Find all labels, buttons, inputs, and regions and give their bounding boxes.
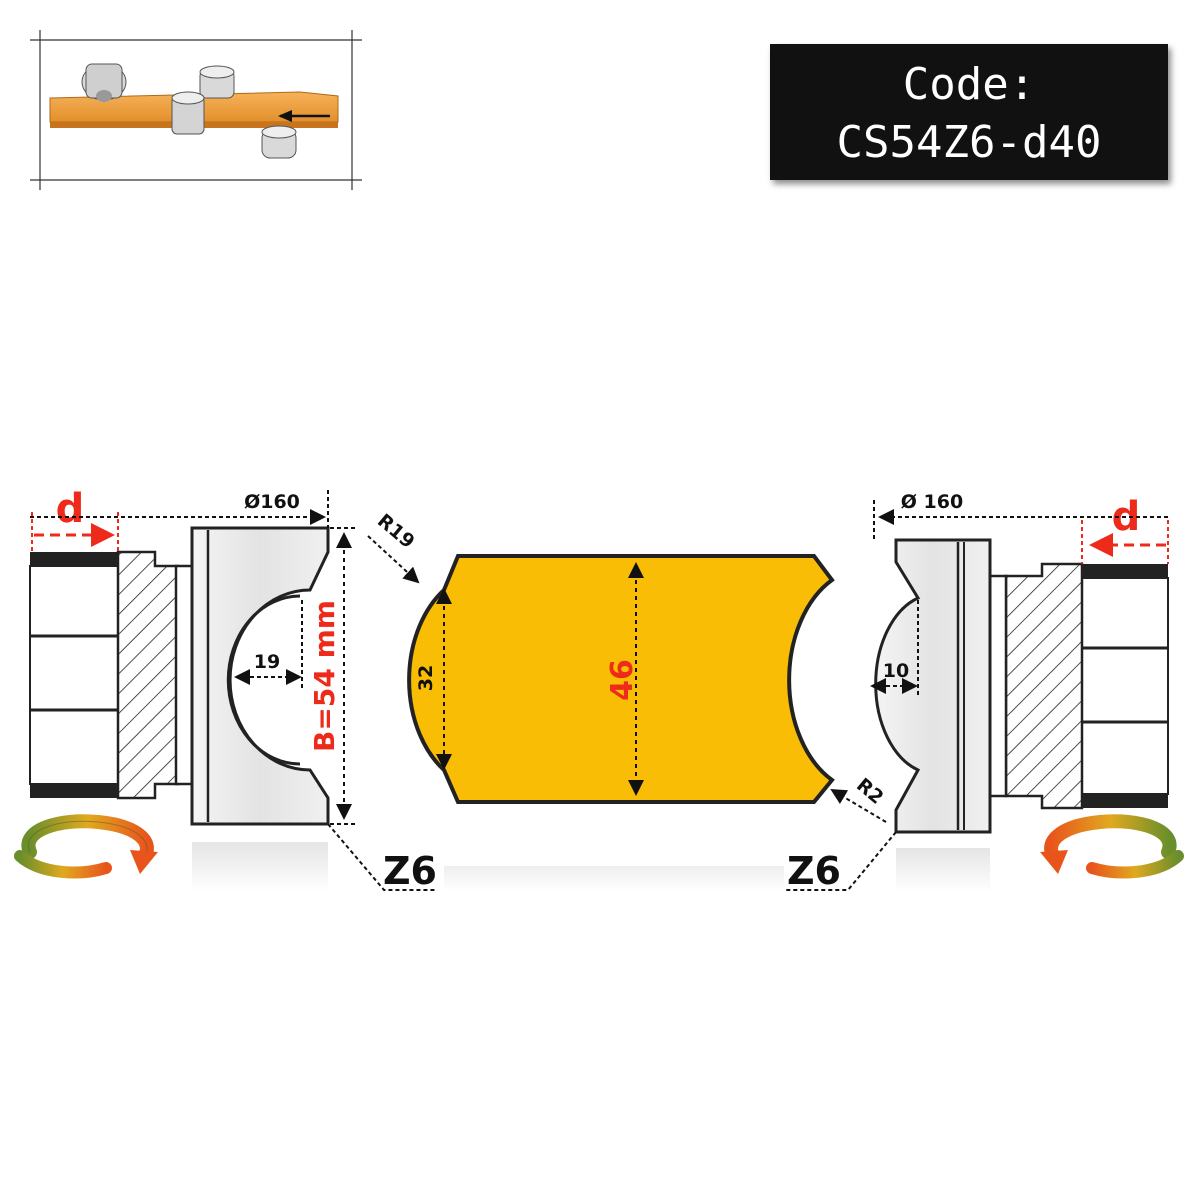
radius-large-dimension: R19 — [367, 510, 420, 584]
right-diameter-label: Ø 160 — [901, 491, 963, 513]
right-depth-label: 10 — [883, 660, 909, 682]
bead-height-dimension: 32 — [415, 588, 452, 770]
left-diameter-dimension: Ø160 — [30, 490, 329, 528]
total-height-dimension: 46 — [605, 562, 644, 796]
right-teeth-label: Z6 — [787, 849, 841, 893]
radius-small-label: R2 — [852, 774, 887, 809]
rotation-arrow-icon — [14, 814, 158, 879]
cutter-icon-2 — [199, 65, 235, 99]
bead-height-label: 32 — [415, 665, 437, 691]
left-diameter-label: Ø160 — [244, 491, 300, 513]
workpiece-profile — [407, 554, 835, 804]
rotation-arrow-icon — [1040, 814, 1184, 879]
left-teeth-label: Z6 — [383, 849, 437, 893]
left-bore-dimension: d — [31, 486, 119, 552]
total-height-label: 46 — [605, 659, 640, 701]
right-cutter — [874, 538, 1169, 834]
right-depth-dimension: 10 — [870, 600, 919, 696]
left-depth-dimension: 19 — [234, 600, 303, 690]
left-cutter — [29, 526, 330, 826]
right-diameter-dimension: Ø 160 — [873, 491, 1168, 540]
cutter-icon-1 — [81, 63, 127, 102]
radius-small-dimension: R2 — [830, 774, 888, 823]
cutter-icon-3 — [171, 91, 205, 135]
left-bore-label: d — [56, 486, 85, 532]
teeth-leaders — [327, 823, 897, 892]
left-depth-label: 19 — [254, 651, 280, 673]
code-label: Code: — [902, 59, 1036, 110]
machining-setup-icon — [30, 30, 362, 190]
left-height-dimension: B=54 mm — [308, 527, 358, 825]
left-height-label: B=54 mm — [308, 600, 341, 752]
code-box: Code: CS54Z6-d40 — [770, 44, 1168, 180]
cutter-icon-4 — [261, 125, 297, 159]
right-bore-dimension: d — [1081, 494, 1169, 564]
code-value: CS54Z6-d40 — [836, 117, 1102, 168]
